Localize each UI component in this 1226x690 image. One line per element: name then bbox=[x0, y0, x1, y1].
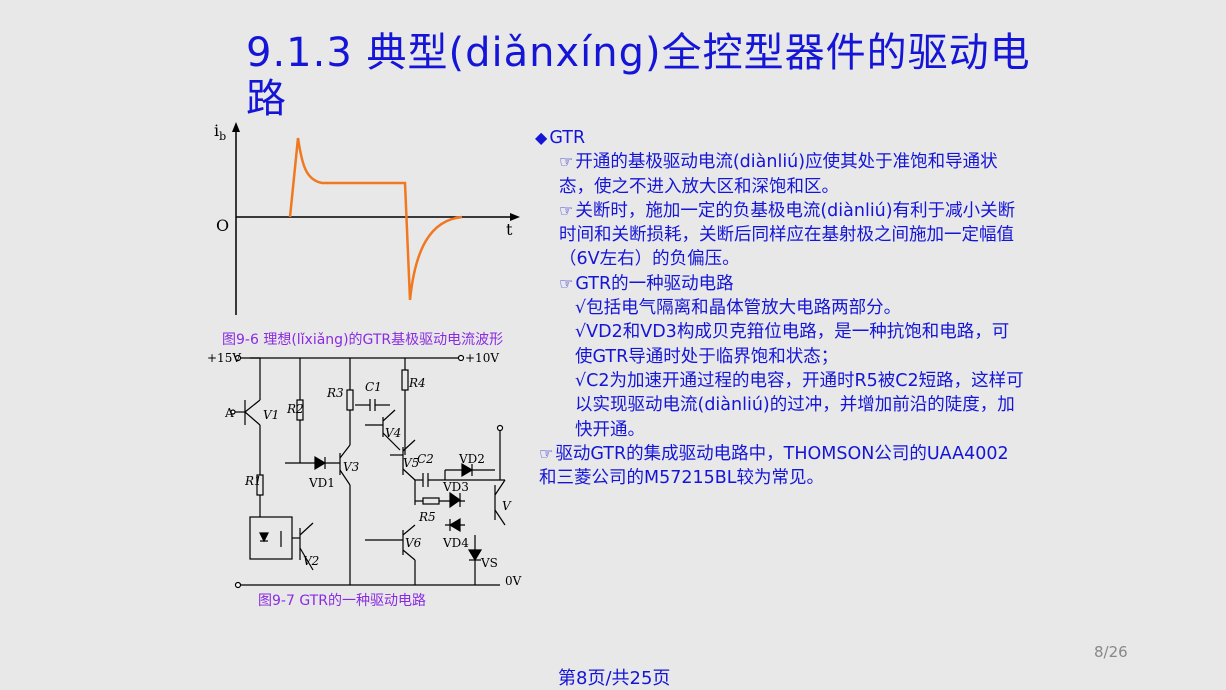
label-v2: V2 bbox=[303, 554, 319, 568]
page-number: 8/26 bbox=[1094, 643, 1128, 661]
label-v1: V1 bbox=[263, 408, 279, 422]
label-plus10: +10V bbox=[465, 351, 499, 365]
label-plus15: +15V bbox=[207, 351, 241, 365]
y-axis-label: ib bbox=[214, 121, 226, 143]
label-c2: C2 bbox=[417, 452, 434, 466]
para-speedup-cap: √C2为加速开通过程的电容，开通时R5被C2短路，这样可以实现驱动电流(diàn… bbox=[575, 370, 1024, 440]
label-a: A bbox=[224, 406, 234, 420]
pointing-hand-icon: ☞ bbox=[559, 152, 574, 172]
y-axis-arrow bbox=[232, 122, 240, 132]
para-integrated: ☞驱动GTR的集成驱动电路中，THOMSON公司的UAA4002和三菱公司的M5… bbox=[539, 443, 1009, 489]
label-r1: R1 bbox=[244, 474, 262, 488]
pointing-hand-icon: ☞ bbox=[559, 200, 574, 220]
figure-caption-9-7: 图9-7 GTR的一种驱动电路 bbox=[258, 593, 426, 609]
para-drive-circuit: ☞GTR的一种驱动电路 bbox=[559, 273, 734, 294]
x-axis-label: t bbox=[506, 220, 513, 239]
label-v3: V3 bbox=[343, 460, 360, 474]
pointing-hand-icon: ☞ bbox=[539, 443, 554, 463]
slide-body: ◆GTR ☞开通的基极驱动电流(diànliú)应使其处于准饱和导通状态，使之不… bbox=[535, 126, 1025, 490]
label-v: V bbox=[502, 499, 512, 513]
diamond-bullet-icon: ◆ bbox=[535, 128, 548, 147]
pointing-hand-icon: ☞ bbox=[559, 273, 574, 293]
label-v5: V5 bbox=[403, 456, 419, 470]
label-c1: C1 bbox=[365, 380, 382, 394]
gtr-drive-circuit: +15V +10V 0V A V1 V2 V3 V4 V5 V6 V R1 R2… bbox=[207, 351, 522, 589]
label-zero: 0V bbox=[505, 574, 522, 588]
para-baker-clamp: √VD2和VD3构成贝克箝位电路，是一种抗饱和电路，可使GTR导通时处于临界饱和… bbox=[575, 322, 1010, 367]
slide-title: 9.1.3 典型(diǎnxíng)全控型器件的驱动电路 bbox=[246, 30, 1031, 122]
label-r3: R3 bbox=[326, 386, 344, 400]
current-curve bbox=[288, 137, 463, 301]
label-vd4: VD4 bbox=[442, 536, 469, 550]
label-vd2: VD2 bbox=[458, 452, 485, 466]
figure-caption-9-6: 图9-6 理想(lǐxiǎng)的GTR基极驱动电流波形 bbox=[222, 332, 504, 348]
label-r2: R2 bbox=[286, 402, 304, 416]
label-v4: V4 bbox=[385, 426, 401, 440]
para-turn-on: ☞开通的基极驱动电流(diànliú)应使其处于准饱和导通状态，使之不进入放大区… bbox=[559, 152, 998, 197]
para-isolation: √包括电气隔离和晶体管放大电路两部分。 bbox=[575, 298, 902, 319]
footer-page-indicator: 第8页/共25页 bbox=[558, 668, 671, 689]
label-vd1: VD1 bbox=[308, 476, 335, 490]
label-r5: R5 bbox=[418, 510, 436, 524]
x-axis-arrow bbox=[510, 213, 520, 221]
para-turn-off: ☞关断时，施加一定的负基极电流(diànliú)有利于减小关断时间和关断损耗，关… bbox=[559, 200, 1016, 270]
base-current-waveform: ib t O bbox=[214, 121, 520, 315]
gtr-heading: ◆GTR bbox=[535, 128, 586, 148]
label-r4: R4 bbox=[408, 376, 426, 390]
origin-label: O bbox=[216, 216, 229, 235]
label-vs: VS bbox=[480, 556, 498, 570]
label-v6: V6 bbox=[405, 536, 422, 550]
label-vd3: VD3 bbox=[442, 480, 469, 494]
